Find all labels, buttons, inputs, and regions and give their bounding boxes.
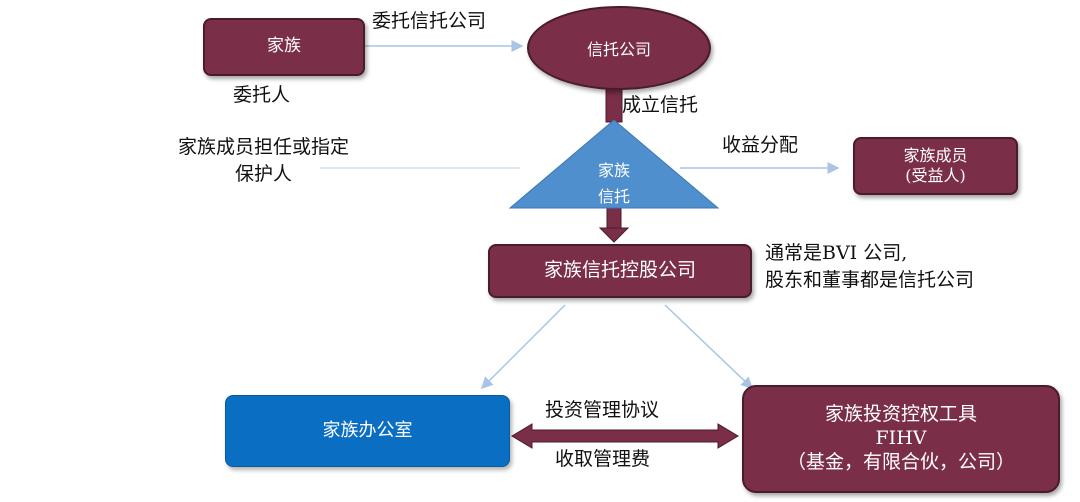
trust-company-node: 信托公司 (527, 6, 711, 90)
holding-company-label: 家族信托控股公司 (543, 259, 696, 282)
investment-agreement-label: 投资管理协议 (545, 399, 660, 421)
family-trust-line1: 家族 (597, 161, 630, 180)
bvi-line2: 股东和董事都是信托公司 (765, 268, 975, 291)
settlor-label: 委托人 (233, 84, 291, 106)
double-arrow (511, 423, 739, 449)
protector-label: 家族成员担任或指定 保护人 (178, 134, 349, 187)
bvi-note: 通常是BVI 公司, 股东和董事都是信托公司 (765, 240, 974, 293)
family-trust-line2: 信托 (597, 186, 630, 206)
trust-company-label: 信托公司 (586, 40, 651, 59)
family-label: 家族 (267, 36, 301, 57)
bvi-line1: 通常是BVI 公司, (765, 242, 908, 264)
income-distribution-label: 收益分配 (722, 134, 799, 156)
trust-to-holding-arrowhead (598, 227, 630, 243)
family-trust-text: 家族 信托 (574, 158, 654, 209)
fihv-line1: 家族投资控权工具 (824, 403, 977, 426)
fihv-node: 家族投资控权工具 FIHV （基金，有限合伙，公司） (742, 385, 1060, 493)
holding-to-office-arrow (480, 304, 566, 390)
management-fee-label: 收取管理费 (555, 448, 651, 470)
family-node: 家族 (203, 18, 365, 76)
establish-trust-label: 成立信托 (622, 94, 699, 116)
fihv-line2: FIHV (875, 427, 927, 450)
family-member-line2: (受益人) (905, 166, 966, 185)
family-member-node: 家族成员 (受益人) (853, 137, 1018, 195)
entrust-trust-company-label: 委托信托公司 (372, 10, 487, 32)
protector-line2: 保护人 (235, 162, 293, 185)
establish-trust-shaft (605, 85, 623, 123)
protector-line1: 家族成员担任或指定 (178, 136, 350, 158)
fihv-line3: （基金，有限合伙，公司） (786, 450, 1015, 473)
family-office-label: 家族办公室 (322, 419, 413, 441)
family-member-line1: 家族成员 (903, 146, 968, 165)
family-trust-triangle (508, 119, 720, 209)
holding-to-fihv-arrow (664, 304, 754, 390)
holding-company-node: 家族信托控股公司 (488, 244, 752, 298)
family-office-node: 家族办公室 (225, 395, 510, 467)
trust-to-holding-shaft (606, 207, 622, 231)
